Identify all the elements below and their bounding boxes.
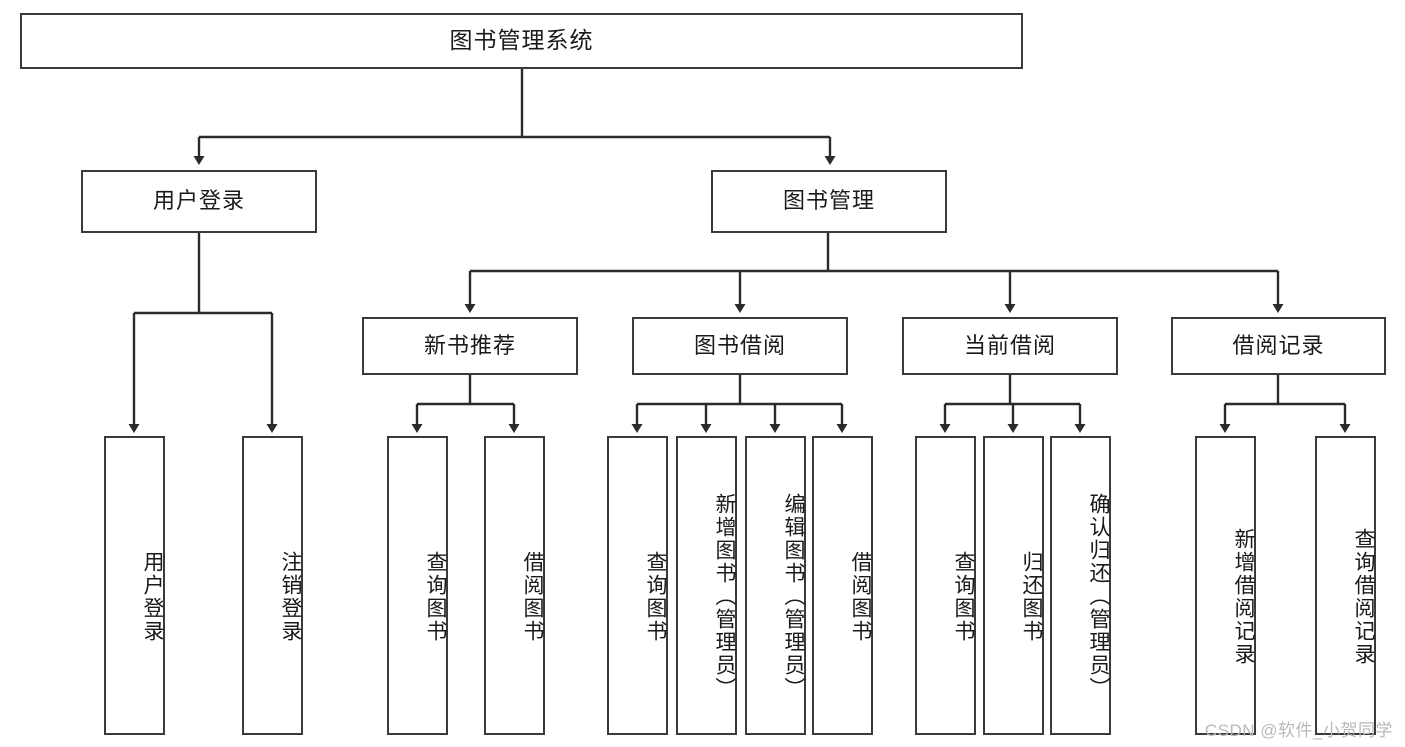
leaf-query-borrow-record[interactable]: 查询借阅记录 [1315, 436, 1376, 735]
node-current-borrow[interactable]: 当前借阅 [902, 317, 1118, 375]
node-label: 归还图书 [1020, 550, 1043, 643]
node-label: 确认归还（管理员） [1087, 493, 1110, 700]
node-label: 查询图书 [644, 550, 667, 643]
node-label: 借阅图书 [521, 550, 544, 643]
node-label: 注销登录 [279, 550, 302, 643]
node-label: 图书管理 [782, 188, 875, 214]
node-book-borrow[interactable]: 图书借阅 [632, 317, 848, 375]
leaf-confirm-return-admin[interactable]: 确认归还（管理员） [1050, 436, 1111, 735]
node-new-book-recommend[interactable]: 新书推荐 [362, 317, 578, 375]
node-label: 新增借阅记录 [1232, 527, 1255, 666]
node-label: 图书借阅 [693, 332, 786, 358]
node-label: 新增图书（管理员） [713, 493, 736, 700]
node-label: 当前借阅 [963, 332, 1056, 358]
node-borrow-record[interactable]: 借阅记录 [1171, 317, 1386, 375]
leaf-borrow-book[interactable]: 借阅图书 [812, 436, 873, 735]
leaf-return-book[interactable]: 归还图书 [983, 436, 1044, 735]
node-label: 编辑图书（管理员） [782, 493, 805, 700]
node-label: 查询借阅记录 [1352, 527, 1375, 666]
leaf-user-logout[interactable]: 注销登录 [242, 436, 303, 735]
node-label: 新书推荐 [423, 332, 516, 358]
leaf-query-book-current[interactable]: 查询图书 [915, 436, 976, 735]
leaf-add-book-admin[interactable]: 新增图书（管理员） [676, 436, 737, 735]
node-book-management[interactable]: 图书管理 [711, 170, 947, 233]
node-label: 查询图书 [952, 550, 975, 643]
node-label: 用户登录 [141, 550, 164, 643]
node-label: 图书管理系统 [449, 27, 594, 54]
leaf-edit-book-admin[interactable]: 编辑图书（管理员） [745, 436, 806, 735]
leaf-add-borrow-record[interactable]: 新增借阅记录 [1195, 436, 1256, 735]
node-user-login[interactable]: 用户登录 [81, 170, 317, 233]
node-label: 借阅图书 [849, 550, 872, 643]
node-root-book-management-system[interactable]: 图书管理系统 [20, 13, 1023, 69]
leaf-user-login[interactable]: 用户登录 [104, 436, 165, 735]
csdn-watermark: CSDN @软件_小贺同学 [1204, 721, 1393, 740]
leaf-borrow-book-recommend[interactable]: 借阅图书 [484, 436, 545, 735]
leaf-query-book-borrow[interactable]: 查询图书 [607, 436, 668, 735]
leaf-query-book-recommend[interactable]: 查询图书 [387, 436, 448, 735]
node-label: 查询图书 [424, 550, 447, 643]
node-label: 用户登录 [152, 188, 245, 214]
node-label: 借阅记录 [1232, 332, 1325, 358]
